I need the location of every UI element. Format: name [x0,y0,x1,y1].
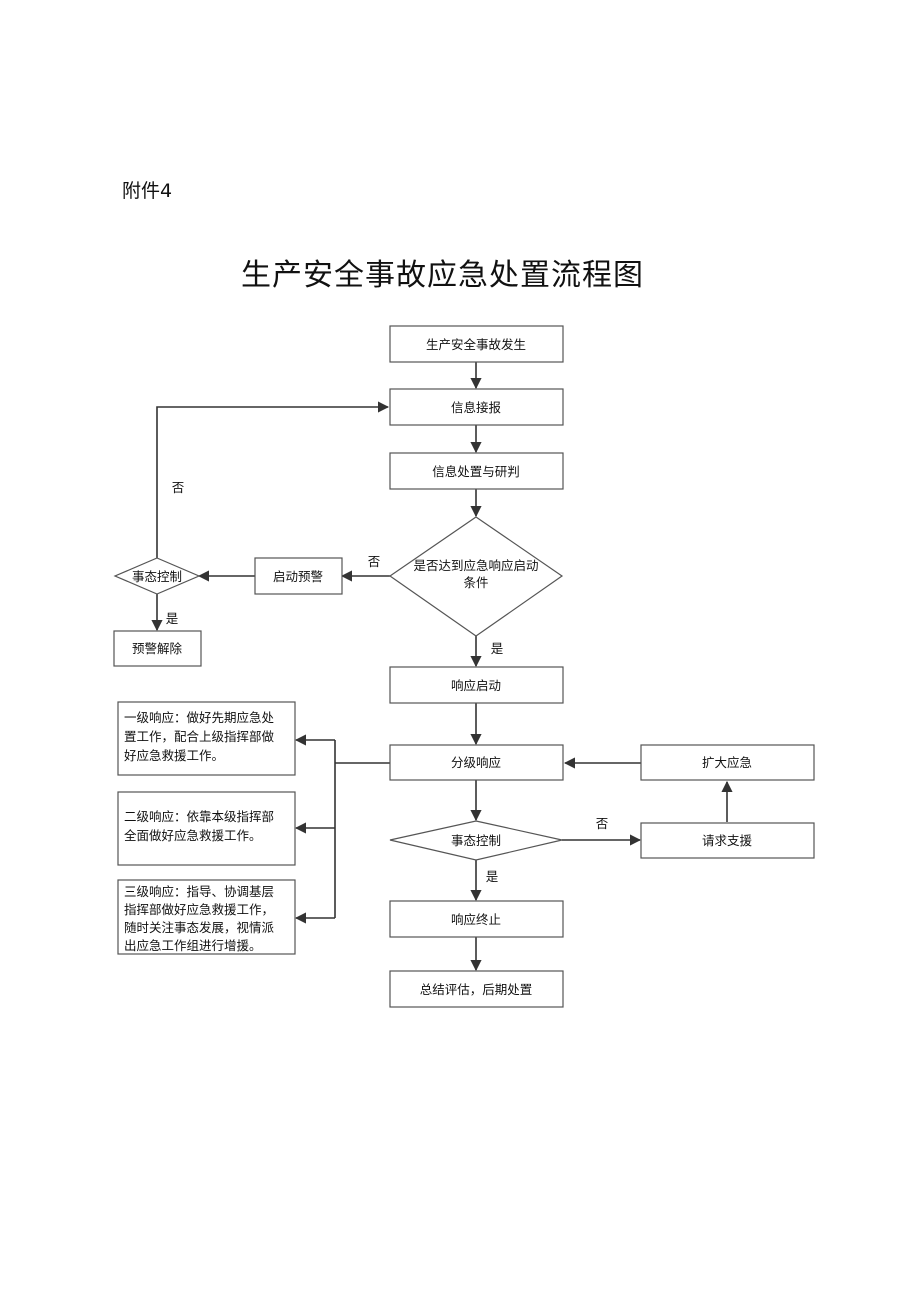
svg-text:扩大应急: 扩大应急 [702,755,752,770]
svg-text:启动预警: 启动预警 [273,569,323,584]
svg-text:是否达到应急响应启动: 是否达到应急响应启动 [413,558,538,573]
svg-text:分级响应: 分级响应 [451,755,501,770]
node-lift: 预警解除 [113,630,202,667]
node-level2: 二级响应：依靠本级指挥部 全面做好应急救援工作。 [117,791,296,866]
node-level3: 三级响应：指导、协调基层 指挥部做好应急救援工作， 随时关注事态发展，视情派 出… [117,879,296,955]
label-yes-lift: 是 [166,611,179,626]
svg-text:出应急工作组进行增援。: 出应急工作组进行增援。 [124,938,262,953]
svg-text:生产安全事故发生: 生产安全事故发生 [426,337,526,352]
attachment-label: 附件4 [122,180,173,202]
svg-text:信息处置与研判: 信息处置与研判 [432,464,520,479]
svg-text:总结评估，后期处置: 总结评估，后期处置 [420,982,533,997]
svg-text:响应启动: 响应启动 [451,678,501,693]
node-expand: 扩大应急 [640,744,815,781]
label-yes-end: 是 [486,869,499,884]
label-yes-start: 是 [491,641,504,656]
label-no-request: 否 [596,816,609,831]
svg-text:请求支援: 请求支援 [702,833,753,848]
svg-text:好应急救援工作。: 好应急救援工作。 [124,748,224,763]
svg-text:置工作，配合上级指挥部做: 置工作，配合上级指挥部做 [124,729,275,744]
svg-text:事态控制: 事态控制 [451,833,501,848]
node-end: 响应终止 [389,900,564,938]
svg-text:二级响应：依靠本级指挥部: 二级响应：依靠本级指挥部 [124,809,274,824]
svg-text:一级响应：做好先期应急处: 一级响应：做好先期应急处 [124,710,275,725]
decision-condition: 是否达到应急响应启动 条件 [388,516,564,637]
svg-text:指挥部做好应急救援工作，: 指挥部做好应急救援工作， [124,902,274,917]
svg-text:随时关注事态发展，视情派: 随时关注事态发展，视情派 [124,920,275,935]
decision-control-left: 事态控制 [113,557,201,595]
node-judge: 信息处置与研判 [389,452,564,490]
svg-text:信息接报: 信息接报 [451,400,502,415]
node-grade: 分级响应 [389,744,564,781]
svg-text:条件: 条件 [463,575,488,590]
label-no-loop: 否 [172,480,185,495]
node-occur: 生产安全事故发生 [389,325,564,363]
node-request: 请求支援 [640,822,815,859]
node-warn: 启动预警 [254,557,343,595]
node-summary: 总结评估，后期处置 [389,970,564,1008]
svg-text:响应终止: 响应终止 [451,912,501,927]
decision-control-mid: 事态控制 [389,820,563,861]
node-level1: 一级响应：做好先期应急处 置工作，配合上级指挥部做 好应急救援工作。 [117,701,296,776]
node-report: 信息接报 [389,388,564,426]
svg-text:全面做好应急救援工作。: 全面做好应急救援工作。 [124,828,262,843]
page-title: 生产安全事故应急处置流程图 [241,258,644,293]
svg-text:预警解除: 预警解除 [132,641,183,656]
arrow-control-report-loop [156,401,390,558]
node-start: 响应启动 [389,666,564,704]
svg-text:三级响应：指导、协调基层: 三级响应：指导、协调基层 [124,884,274,899]
svg-text:事态控制: 事态控制 [132,569,182,584]
connectors [151,362,733,972]
label-no-condition: 否 [368,554,381,569]
